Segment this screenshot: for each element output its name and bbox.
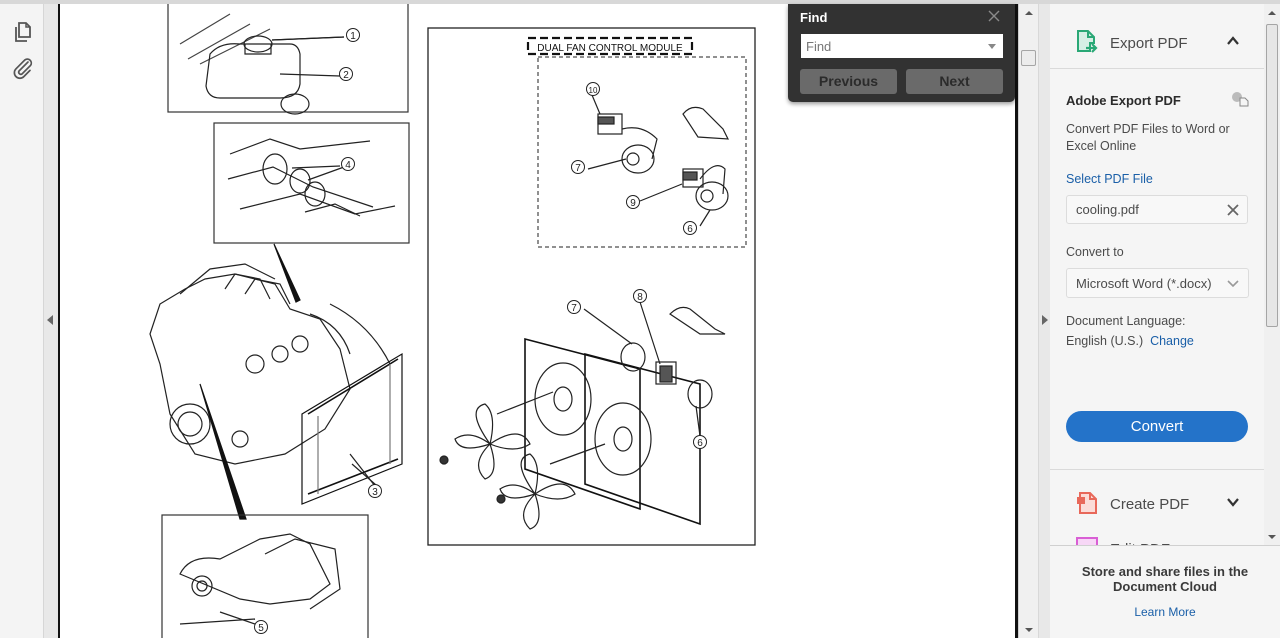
- find-input[interactable]: [801, 34, 981, 58]
- svg-text:6: 6: [687, 224, 693, 235]
- selected-file-field[interactable]: cooling.pdf: [1066, 195, 1248, 224]
- edit-pdf-icon: [1076, 537, 1098, 545]
- edit-pdf-header[interactable]: Edit PDF: [1050, 516, 1264, 545]
- collapse-right-arrow-icon: [1042, 315, 1048, 325]
- chevron-up-icon[interactable]: [1226, 34, 1240, 48]
- svg-text:5: 5: [258, 623, 264, 634]
- scroll-down-arrow-icon[interactable]: [1025, 628, 1033, 632]
- export-description: Convert PDF Files to Word or Excel Onlin…: [1066, 122, 1230, 153]
- chevron-down-icon[interactable]: [1226, 495, 1240, 509]
- svg-text:10: 10: [589, 86, 598, 95]
- scroll-up-arrow-icon[interactable]: [1025, 11, 1033, 15]
- learn-more-link[interactable]: Learn More: [1134, 605, 1196, 619]
- change-language-link[interactable]: Change: [1150, 334, 1194, 348]
- find-next-button[interactable]: Next: [906, 69, 1003, 94]
- document-language-row: English (U.S.) Change: [1066, 334, 1194, 348]
- cooling-system-diagram: 1 2 3 4 5 6 7 8 9 10 7 6 DUAL FAN CONTRO…: [149, 4, 756, 638]
- pdf-page: 1 2 3 4 5 6 7 8 9 10 7 6 DUAL FAN CONTRO…: [58, 4, 1018, 638]
- convert-to-dropdown[interactable]: Microsoft Word (*.docx): [1066, 268, 1249, 298]
- find-panel: Find Previous Next: [788, 4, 1015, 102]
- collapse-left-arrow-icon: [47, 315, 53, 325]
- svg-text:3: 3: [372, 487, 378, 498]
- convert-to-value: Microsoft Word (*.docx): [1076, 276, 1212, 291]
- find-input-container: [801, 34, 1003, 58]
- pages-icon[interactable]: [11, 20, 35, 44]
- right-panel-toggle[interactable]: [1038, 4, 1050, 638]
- attachment-icon[interactable]: [11, 56, 35, 80]
- export-pdf-header[interactable]: Export PDF: [1050, 10, 1264, 70]
- svg-text:9: 9: [630, 198, 636, 209]
- scroll-up-arrow-icon[interactable]: [1268, 11, 1276, 15]
- create-pdf-icon: [1077, 492, 1097, 514]
- chevron-down-icon: [1227, 280, 1239, 288]
- tools-pane: Export PDF Adobe Export PDF Convert PDF …: [1050, 4, 1264, 545]
- svg-text:7: 7: [575, 163, 581, 174]
- divider: [1050, 68, 1264, 69]
- close-icon[interactable]: [987, 9, 1001, 23]
- left-panel-toggle[interactable]: [44, 4, 56, 638]
- scroll-thumb[interactable]: [1021, 50, 1036, 66]
- find-title: Find: [800, 10, 828, 25]
- scroll-thumb[interactable]: [1266, 24, 1278, 327]
- divider: [1050, 469, 1264, 470]
- create-pdf-label: Create PDF: [1110, 496, 1190, 513]
- svg-text:4: 4: [345, 160, 351, 171]
- find-dropdown-arrow-icon[interactable]: [988, 44, 996, 49]
- document-scrollbar[interactable]: [1018, 4, 1038, 638]
- export-pdf-icon: [1077, 30, 1098, 53]
- convert-to-label: Convert to: [1066, 245, 1124, 259]
- find-previous-button[interactable]: Previous: [800, 69, 897, 94]
- adobe-export-pdf-title: Adobe Export PDF: [1066, 93, 1181, 108]
- edit-pdf-label: Edit PDF: [1110, 541, 1170, 545]
- document-cloud-promo: Store and share files in the Document Cl…: [1050, 545, 1280, 638]
- svg-text:8: 8: [637, 292, 643, 303]
- scroll-down-arrow-icon[interactable]: [1268, 535, 1276, 539]
- left-nav-rail: [0, 4, 44, 638]
- create-pdf-header[interactable]: Create PDF: [1050, 471, 1264, 531]
- document-language-value: English (U.S.): [1066, 334, 1144, 348]
- select-pdf-file-link[interactable]: Select PDF File: [1066, 172, 1153, 186]
- export-pdf-label: Export PDF: [1110, 35, 1188, 52]
- module-label: DUAL FAN CONTROL MODULE: [537, 43, 683, 54]
- convert-button[interactable]: Convert: [1066, 411, 1248, 442]
- svg-text:7: 7: [571, 303, 577, 314]
- svg-text:6: 6: [697, 438, 703, 449]
- top-border: [0, 0, 1280, 4]
- svg-text:1: 1: [350, 31, 356, 42]
- document-language-label: Document Language:: [1066, 314, 1186, 328]
- online-service-icon[interactable]: [1231, 91, 1249, 107]
- cloud-promo-text: Store and share files in the Document Cl…: [1081, 564, 1249, 594]
- document-view[interactable]: 1 2 3 4 5 6 7 8 9 10 7 6 DUAL FAN CONTRO…: [56, 4, 1018, 638]
- tools-pane-scrollbar[interactable]: [1264, 4, 1280, 545]
- svg-text:2: 2: [343, 70, 349, 81]
- clear-file-icon[interactable]: [1226, 203, 1240, 217]
- file-name: cooling.pdf: [1076, 202, 1139, 217]
